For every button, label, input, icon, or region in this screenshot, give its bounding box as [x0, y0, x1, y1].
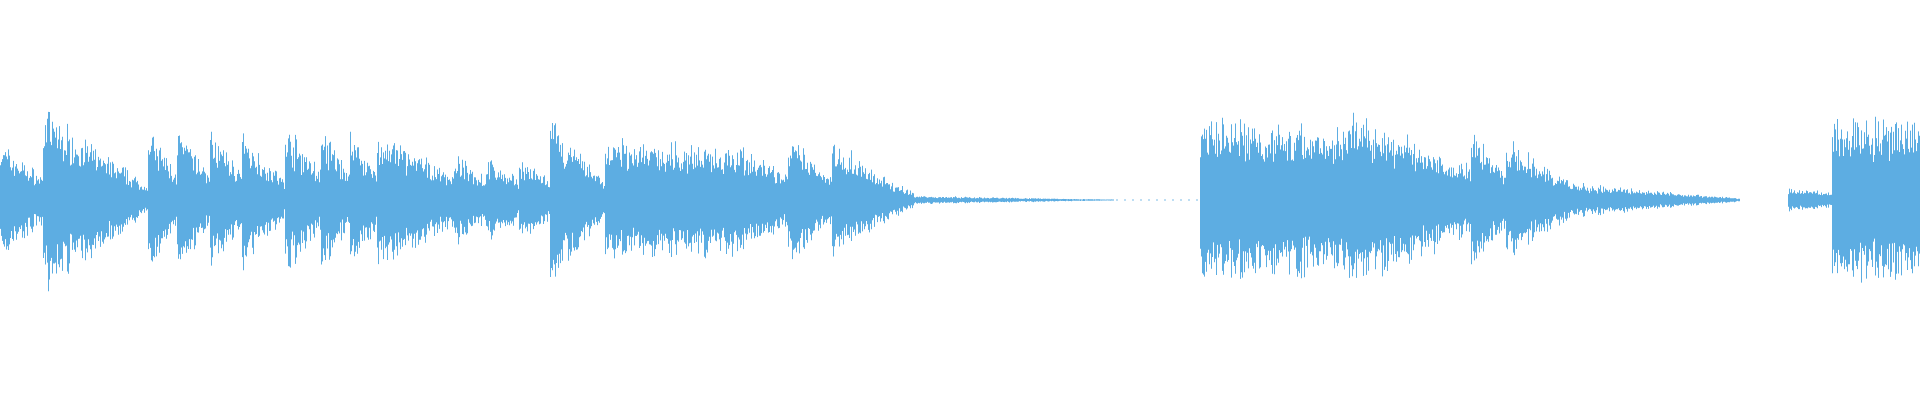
waveform-bars: [0, 111, 1920, 292]
waveform-path: [0, 111, 1920, 292]
